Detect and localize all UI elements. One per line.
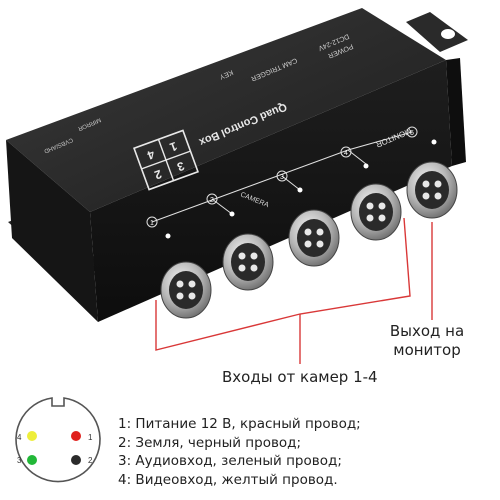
port-number-5: 5: [410, 130, 414, 137]
quad-number-3: 3: [175, 159, 186, 175]
device-top-face: [6, 8, 446, 212]
camera-connector-4: [350, 183, 402, 241]
pin-4-yellow: [27, 431, 37, 441]
port-number-4: 4: [344, 150, 348, 157]
pin-label-1: 1: [88, 433, 93, 442]
camera-connector-3: [288, 209, 340, 267]
legend-item-2: 2: Земля, черный провод;: [118, 434, 302, 451]
legend-item-1: 1: Питание 12 В, красный провод;: [118, 416, 361, 432]
monitor-output-label: Выход на монитор: [389, 322, 465, 359]
mounting-flange-right: [406, 12, 468, 52]
pin-2-black: [71, 455, 81, 465]
legend-item-3: 3: Аудиовход, зеленый провод;: [118, 453, 342, 469]
pin-label-2: 2: [88, 456, 93, 465]
port-number-markers: 1 2 3 4 5: [146, 126, 418, 228]
port-number-2: 2: [210, 197, 214, 204]
quad-number-2: 2: [152, 167, 163, 183]
camera-inputs-callout-bracket: [155, 217, 411, 364]
pinout-diagram: 4 1 3 2: [15, 397, 101, 483]
legend-item-4: 4: Видеовход, желтый провод.: [118, 471, 338, 488]
camera-inputs-label: Входы от камер 1-4: [222, 368, 378, 386]
pin-label-3: 3: [17, 456, 22, 465]
pin-1-red: [71, 431, 81, 441]
port-indicator-dots: [165, 139, 437, 239]
quad-grid: 1 2 3 4: [133, 129, 199, 191]
pinout-legend: 1: Питание 12 В, красный провод; 2: Земл…: [118, 415, 361, 489]
camera-connector-1: [160, 261, 212, 319]
pin-3-green: [27, 455, 37, 465]
device-left-side: [6, 140, 98, 322]
camera-connector-2: [222, 233, 274, 291]
port-number-1: 1: [150, 220, 154, 227]
port-number-3: 3: [280, 174, 284, 181]
monitor-connector: [406, 161, 458, 219]
quad-number-1: 1: [168, 139, 179, 155]
device-front-face: [90, 60, 452, 322]
pin-label-4: 4: [17, 433, 22, 442]
quad-number-4: 4: [145, 147, 156, 163]
